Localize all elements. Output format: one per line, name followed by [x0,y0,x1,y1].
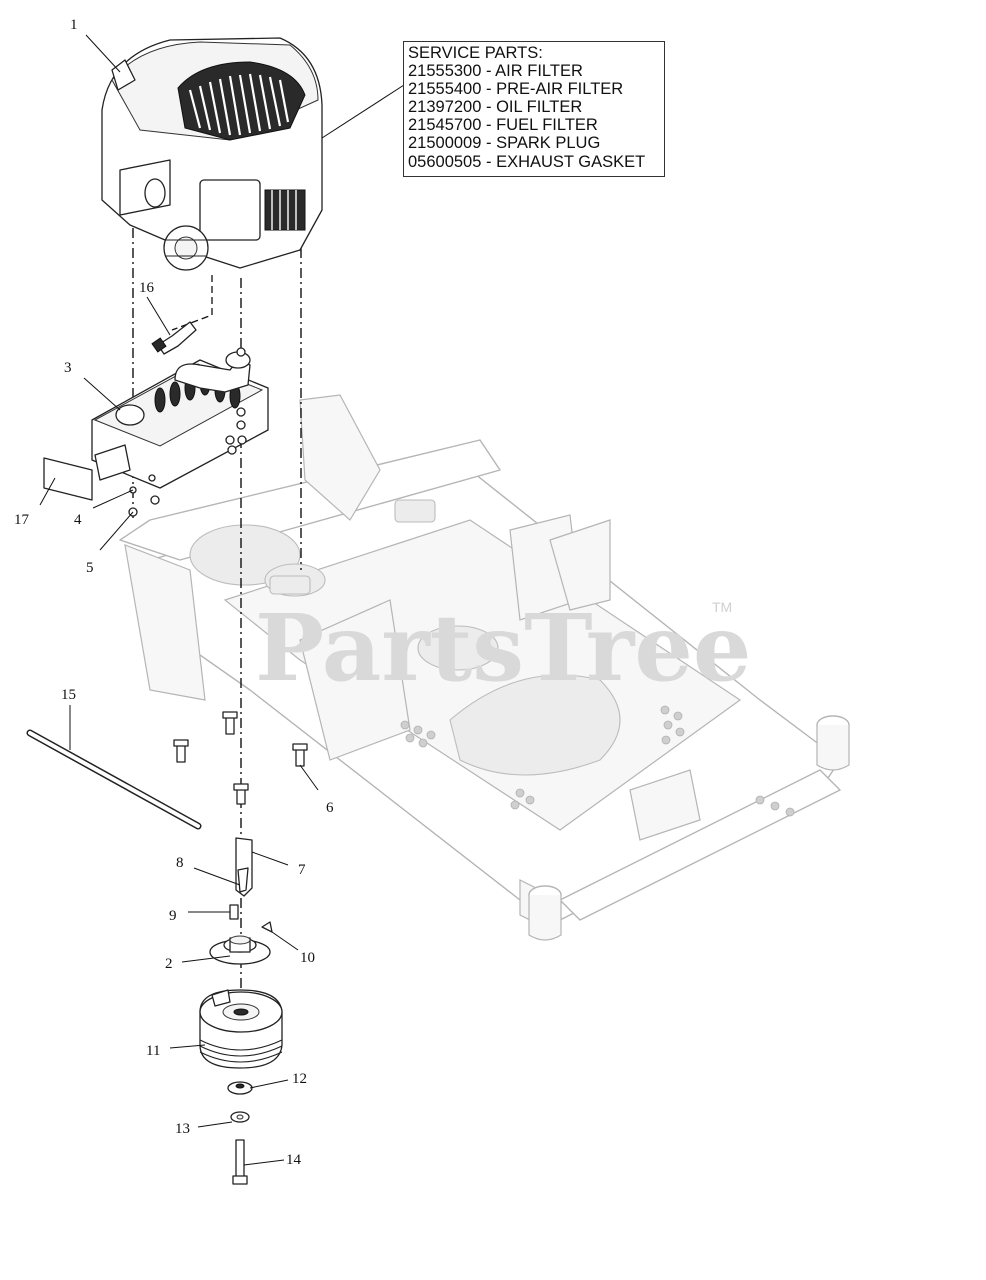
callout-15: 15 [61,687,76,703]
pin-10 [261,921,273,933]
service-part-fuel-filter: 21545700 - FUEL FILTER [408,116,598,135]
electric-clutch [199,989,283,1069]
key-9 [229,904,239,920]
oil-drain-valve [151,321,197,355]
muffler [91,351,269,489]
clutch-bracket [235,837,253,897]
callout-11: 11 [146,1043,160,1059]
callout-4: 4 [74,512,82,528]
bolts-6 [173,711,308,805]
callout-9: 9 [169,908,177,924]
mower-frame [119,394,850,941]
spacer-2 [209,935,271,965]
service-part-exhaust-gasket: 05600505 - EXHAUST GASKET [408,152,646,171]
callout-10: 10 [300,950,315,966]
service-part-oil-filter: 21397200 - OIL FILTER [408,98,583,117]
callout-12: 12 [292,1071,307,1087]
fasteners-muffler [128,347,247,517]
callout-8: 8 [176,855,184,871]
callout-numbers: 1 2 3 4 5 6 7 8 9 10 11 12 13 14 15 16 1… [14,17,334,1168]
service-parts-box: SERVICE PARTS: 21555300 - AIR FILTER 215… [403,41,665,177]
callout-7: 7 [298,862,306,878]
callout-17: 17 [14,512,30,528]
service-part-spark-plug: 21500009 - SPARK PLUG [408,134,601,153]
engine [101,37,323,271]
service-part-pre-air-filter: 21555400 - PRE-AIR FILTER [408,80,624,99]
callout-6: 6 [326,800,334,816]
bolt-14 [232,1139,248,1185]
callout-3: 3 [64,360,72,376]
washers [227,1081,253,1123]
callout-13: 13 [175,1121,190,1137]
decal-17 [43,457,93,501]
callout-14: 14 [286,1152,302,1168]
callout-2: 2 [165,956,173,972]
callout-5: 5 [86,560,94,576]
watermark-text: PartsTree [255,594,751,702]
service-part-air-filter: 21555300 - AIR FILTER [408,62,583,81]
leader-lines [39,34,405,1166]
callout-16: 16 [139,280,155,296]
callout-1: 1 [70,17,78,33]
watermark-tm: TM [712,599,732,615]
service-parts-heading: SERVICE PARTS: [408,44,543,62]
